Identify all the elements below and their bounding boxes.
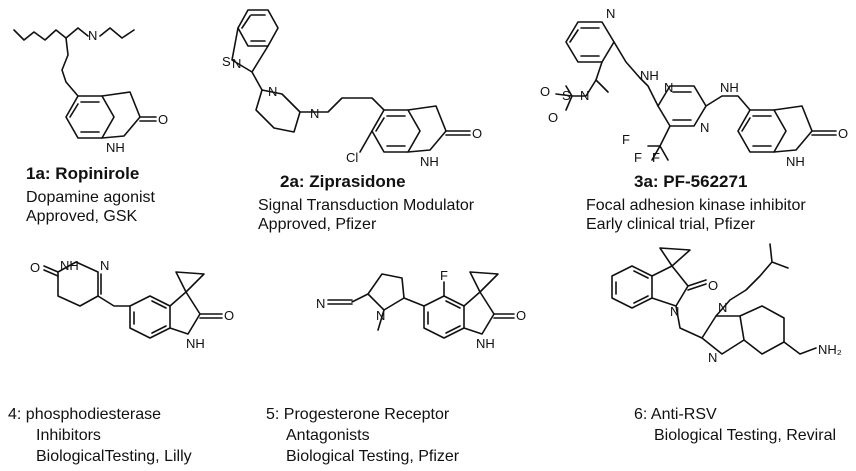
atom-label: NH [786,154,805,169]
structure-2a-ziprasidone: S N N N O NH Cl [222,9,482,169]
atom-label: N [708,350,717,365]
caption-6: 6: Anti-RSV Biological Testing, Reviral [634,404,836,446]
atom-label: F [622,132,630,147]
compound-label: 3a: PF-562271 [634,172,748,191]
atom-label: Cl [346,150,358,165]
atom-label: N [100,258,109,273]
caption-3a: 3a: PF-562271 Focal adhesion kinase inhi… [586,172,806,234]
compound-desc: Antagonists [286,427,370,444]
compound-label: 1a: Ropinirole [26,164,140,183]
atom-label: NH₂ [818,342,842,357]
atom-label: N [376,308,385,323]
atom-label: NH [60,258,79,273]
atom-label: N [310,106,319,121]
caption-5: 5: Progesterone Receptor Antagonists Bio… [266,404,459,467]
atom-label: N [316,296,325,311]
compound-desc: BiologicalTesting, Lilly [36,448,192,465]
atom-label: O [838,126,848,141]
atom-label: S [222,54,231,69]
atom-label: NH [476,336,495,351]
atom-label: NH [186,336,205,351]
atom-label: O [472,126,482,141]
atom-label: N [670,304,679,319]
atom-label: N [664,80,673,95]
atom-label: N [700,120,709,135]
compound-desc: Biological Testing, Pfizer [286,448,460,465]
structure-4: NH N O O NH [30,258,234,351]
compound-desc: Anti-RSV [650,406,717,423]
structure-3a-pf562271: N N S O O NH N N NH F F F O NH [540,6,848,169]
compound-desc: Inhibitors [36,427,101,444]
atom-label: F [440,268,448,283]
atom-label: N [268,84,277,99]
atom-label: N [88,28,97,43]
compound-desc: Approved, GSK [26,208,138,225]
compound-desc: Focal adhesion kinase inhibitor [586,197,806,214]
caption-4: 4: phosphodiesterase Inhibitors Biologic… [8,404,192,467]
compound-label: 2a: Ziprasidone [280,172,406,191]
structure-1a-ropinirole: N O NH [13,27,168,155]
atom-label: N [232,56,241,71]
caption-1a: 1a: Ropinirole Dopamine agonist Approved… [26,164,155,226]
caption-2a: 2a: Ziprasidone Signal Transduction Modu… [258,172,474,234]
structure-5: N N F O NH [316,268,526,351]
atom-label: F [652,150,660,165]
atom-label: O [30,260,40,275]
compound-desc: Dopamine agonist [26,189,155,206]
atom-label: O [708,278,718,293]
atom-label: O [158,112,168,127]
atom-label: N [718,300,727,315]
atom-label: O [224,308,234,323]
atom-label: O [548,110,558,125]
compound-desc: Early clinical trial, Pfizer [586,216,755,233]
atom-label: N [606,6,615,21]
atom-label: F [634,150,642,165]
compound-number: 5: [266,406,280,423]
structure-6: O N N N NH₂ [611,243,842,365]
atom-label: NH [106,140,125,155]
compound-desc: Signal Transduction Modulator [258,197,475,214]
compound-desc: Biological Testing, Reviral [654,427,837,444]
compound-number: 6: [634,406,648,423]
atom-label: S [562,88,571,103]
compound-desc: Approved, Pfizer [258,216,377,233]
compound-desc: phosphodiesterase [25,406,162,423]
atom-label: O [516,308,526,323]
atom-label: O [540,84,550,99]
compound-number: 4: [8,406,22,423]
atom-label: NH [420,154,439,169]
compound-desc: Progesterone Receptor [283,406,450,423]
atom-label: N [580,88,589,103]
atom-label: NH [640,68,659,83]
atom-label: NH [720,80,739,95]
